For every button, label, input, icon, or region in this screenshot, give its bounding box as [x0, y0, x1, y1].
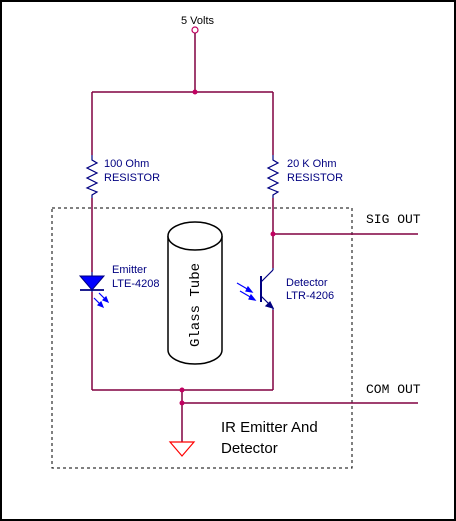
light-arrows-icon [236, 282, 257, 301]
emitter-name: Emitter [112, 264, 147, 276]
resistor-left-value: 100 Ohm [104, 158, 149, 170]
junction-dot [179, 400, 185, 406]
supply-terminal-icon [191, 26, 199, 34]
junctions [179, 89, 276, 406]
module-caption-line1: IR Emitter And [221, 419, 318, 436]
detector-part: LTR-4206 [286, 290, 334, 302]
com-out-label: COM OUT [366, 382, 421, 397]
glass-tube-label: Glass Tube [188, 263, 204, 347]
junction-dot [270, 231, 276, 237]
resistor-right-value: 20 K Ohm [287, 158, 337, 170]
module-caption-line2: Detector [221, 440, 278, 457]
ground-icon [168, 441, 196, 457]
resistor-100-ohm-icon [85, 155, 99, 198]
phototransistor-icon [260, 268, 275, 310]
resistor-left-type: RESISTOR [104, 172, 160, 184]
wires [91, 33, 418, 442]
resistor-20k-ohm-icon [266, 155, 280, 198]
sig-out-label: SIG OUT [366, 212, 421, 227]
module-boundary [51, 207, 353, 469]
glass-tube-icon [167, 221, 223, 365]
emitter-part: LTE-4208 [112, 278, 160, 290]
detector-name: Detector [286, 277, 328, 289]
supply-label: 5 Volts [181, 15, 215, 27]
junction-dot [192, 89, 198, 95]
resistor-right-type: RESISTOR [287, 172, 343, 184]
junction-dot [179, 387, 185, 393]
ir-led-icon [78, 272, 110, 309]
